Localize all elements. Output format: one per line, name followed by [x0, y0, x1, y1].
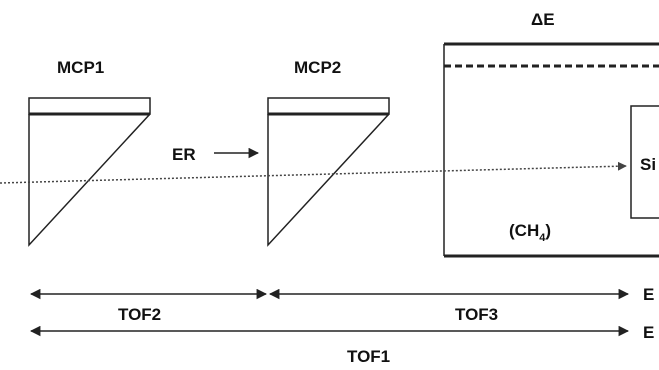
mcp1-plate — [28, 97, 151, 115]
ch4-label: (CH4) — [509, 221, 551, 244]
mcp1-detector: MCP1 — [28, 58, 151, 247]
ion-beam-path — [0, 161, 627, 184]
delta-e-chamber: ΔE (CH4) — [443, 10, 659, 258]
mcp2-mirror — [267, 113, 390, 247]
si-detector-box — [630, 105, 659, 219]
er-indicator: ER — [172, 145, 260, 164]
tof2-label: TOF2 — [118, 305, 161, 324]
si-label: Si — [640, 155, 656, 174]
e-label-bottom: E — [643, 323, 654, 342]
tof3-label: TOF3 — [455, 305, 498, 324]
timing-arrows: TOF2 TOF3 E TOF1 E — [29, 285, 654, 366]
delta-e-label: ΔE — [531, 10, 555, 29]
tof1-label: TOF1 — [347, 347, 390, 366]
mcp1-mirror — [28, 113, 151, 247]
mcp2-label: MCP2 — [294, 58, 341, 77]
mcp2-plate — [267, 97, 390, 115]
mcp2-detector: MCP2 — [267, 58, 390, 247]
si-detector: Si — [630, 105, 659, 219]
e-label-top: E — [643, 285, 654, 304]
mcp1-label: MCP1 — [57, 58, 104, 77]
er-label: ER — [172, 145, 196, 164]
